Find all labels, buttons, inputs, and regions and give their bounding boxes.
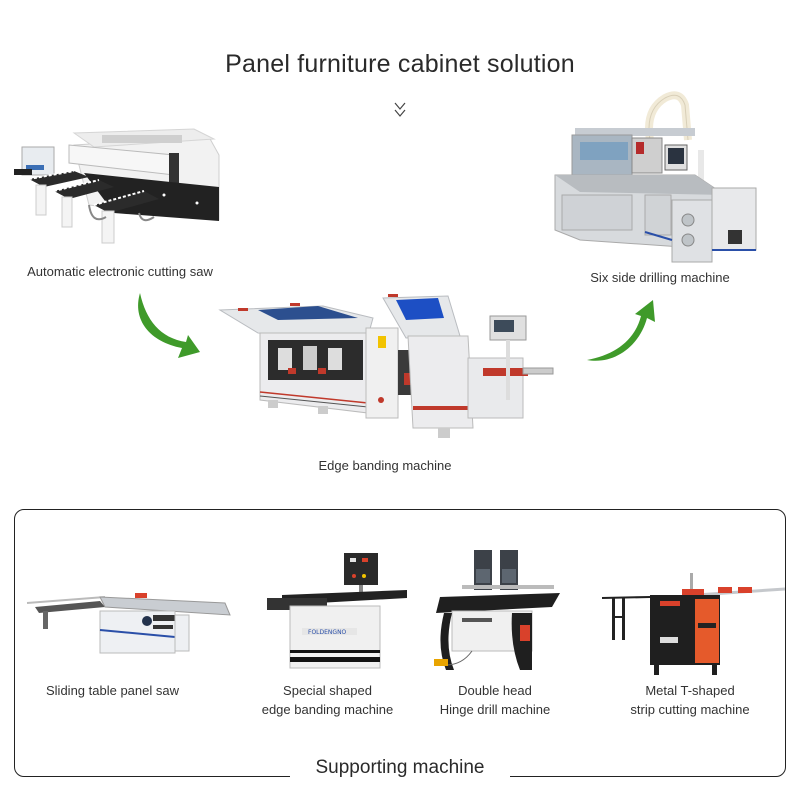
- curved-arrow-up-right-icon: [585, 300, 660, 365]
- step-label-cutting-saw: Automatic electronic cutting saw: [27, 264, 213, 279]
- label-line1: Metal T-shaped: [645, 683, 735, 698]
- label-line1: Special shaped: [283, 683, 372, 698]
- special-shaped-edge-banding-image: FOLDENGNO: [262, 550, 407, 675]
- sliding-table-panel-saw-image: [25, 585, 235, 660]
- label-line2: edge banding machine: [261, 702, 394, 717]
- label-line1: Sliding table panel saw: [46, 683, 179, 698]
- six-side-drilling-machine-image: [550, 80, 760, 270]
- double-chevron-down-icon: [390, 100, 410, 120]
- double-head-hinge-drill-image: [432, 545, 567, 675]
- step-label-edge-banding: Edge banding machine: [318, 458, 452, 473]
- label-line2: Hinge drill machine: [439, 702, 551, 717]
- metal-t-strip-cutting-image: [600, 565, 785, 680]
- supporting-label-sliding-table-saw: Sliding table panel saw: [20, 681, 205, 700]
- page-title: Panel furniture cabinet solution: [225, 50, 575, 78]
- supporting-label-hinge-drill: Double head Hinge drill machine: [415, 681, 575, 719]
- supporting-label-special-edge-banding: Special shaped edge banding machine: [245, 681, 410, 719]
- label-line2: strip cutting machine: [630, 702, 750, 717]
- curved-arrow-down-right-icon: [130, 290, 202, 358]
- label-line1: Double head: [458, 683, 532, 698]
- step-label-six-side-drilling: Six side drilling machine: [590, 270, 730, 285]
- supporting-label-metal-strip-cutting: Metal T-shaped strip cutting machine: [605, 681, 775, 719]
- supporting-machine-title: Supporting machine: [290, 757, 510, 783]
- electronic-cutting-saw-image: [14, 125, 229, 250]
- svg-text:FOLDENGNO: FOLDENGNO: [308, 629, 347, 636]
- edge-banding-machine-image: [218, 288, 558, 448]
